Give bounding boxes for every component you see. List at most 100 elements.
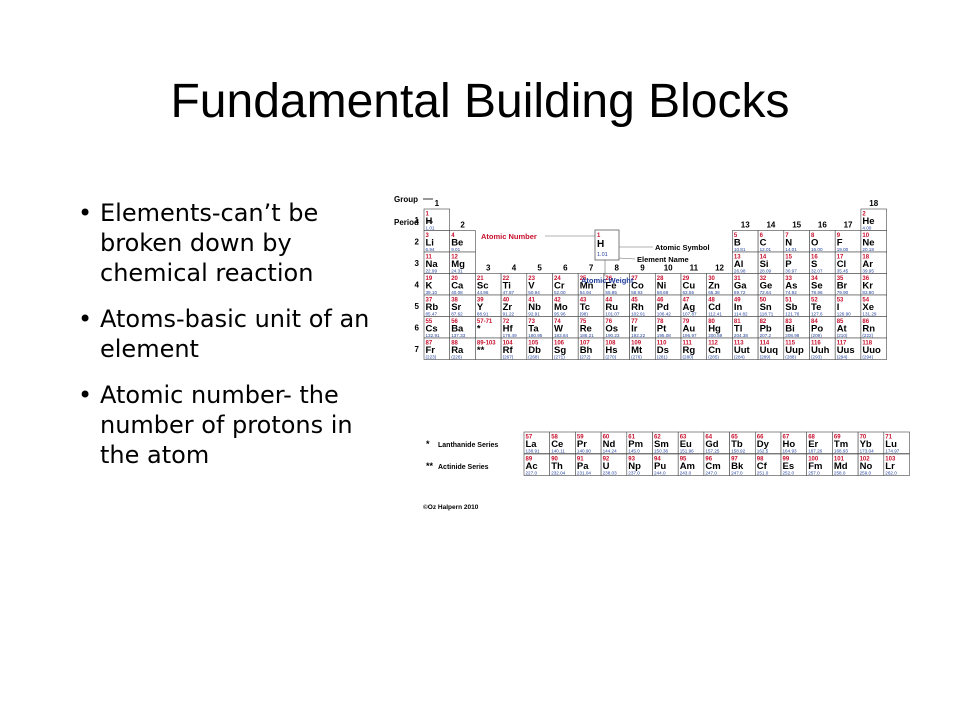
element-Cd-symbol: Cd bbox=[708, 302, 721, 313]
element-Rh-number: 45 bbox=[631, 298, 638, 304]
element-Li-weight: 6.94 bbox=[426, 247, 435, 252]
element-Cd-number: 48 bbox=[708, 298, 715, 304]
element-C-number: 6 bbox=[760, 233, 764, 239]
element-Mg-symbol: Mg bbox=[451, 259, 465, 270]
element-Mn-weight: 54.94 bbox=[580, 290, 592, 295]
element-Rb-number: 37 bbox=[426, 298, 433, 304]
element-Au-symbol: Au bbox=[683, 324, 696, 335]
actinide-U-weight: 238.03 bbox=[603, 470, 617, 475]
element-Bh-weight: (272) bbox=[580, 354, 591, 359]
group-number: 8 bbox=[615, 264, 620, 273]
element-As-symbol: As bbox=[785, 281, 797, 292]
element-Uup-weight: (288) bbox=[785, 354, 796, 359]
period-label: Period bbox=[394, 218, 419, 227]
lanthanide-Sm-number: 62 bbox=[654, 435, 661, 441]
legend-number: 1 bbox=[597, 233, 601, 239]
element-Te-weight: 127.6 bbox=[811, 311, 823, 316]
element-Xe-number: 54 bbox=[862, 298, 869, 304]
actinide-Pa-weight: 231.04 bbox=[577, 470, 591, 475]
actinide-Es-number: 99 bbox=[783, 457, 790, 463]
actinide-Cf-symbol: Cf bbox=[757, 461, 768, 472]
period-number: 4 bbox=[415, 281, 420, 290]
element-Pd-number: 46 bbox=[657, 298, 664, 304]
element-Uut-weight: (284) bbox=[734, 354, 745, 359]
element-C-weight: 12.01 bbox=[760, 247, 772, 252]
actinide-Am-number: 95 bbox=[680, 457, 687, 463]
element-Co-number: 27 bbox=[631, 276, 638, 282]
period-number: 1 bbox=[415, 216, 420, 225]
element-P-number: 15 bbox=[785, 255, 792, 261]
element-Ni-weight: 58.69 bbox=[657, 290, 669, 295]
element-Sg-symbol: Sg bbox=[554, 345, 566, 356]
actinide-Md-number: 101 bbox=[834, 457, 845, 463]
actinide-Pu-number: 94 bbox=[654, 457, 661, 463]
element-H-symbol: H bbox=[426, 216, 433, 227]
actinide-Ac-weight: 227.0 bbox=[526, 470, 538, 475]
element-H-weight: 1.01 bbox=[426, 225, 435, 230]
lanthanide-Tb-weight: 158.92 bbox=[731, 448, 745, 453]
element-Cs-symbol: Cs bbox=[426, 324, 438, 335]
actinide-Fm-number: 100 bbox=[808, 457, 819, 463]
element-Ba-number: 56 bbox=[451, 319, 458, 325]
element-Pb-number: 82 bbox=[760, 319, 767, 325]
actinide-Cm-number: 96 bbox=[705, 457, 712, 463]
element-Po-symbol: Po bbox=[811, 324, 823, 335]
element-C-symbol: C bbox=[760, 238, 767, 249]
bullet-list: Elements-can’t be broken down by chemica… bbox=[78, 198, 378, 486]
element-K-number: 19 bbox=[426, 276, 433, 282]
element-Ne-number: 10 bbox=[862, 233, 869, 239]
actinide-Fm-weight: 257.0 bbox=[808, 470, 820, 475]
legend-weight: 1.01 bbox=[597, 252, 608, 258]
element-Sb-number: 51 bbox=[785, 298, 792, 304]
actinide-Th-symbol: Th bbox=[551, 461, 563, 472]
group-number: 15 bbox=[792, 221, 801, 230]
element-V-number: 23 bbox=[528, 276, 535, 282]
element-Mt-number: 109 bbox=[631, 341, 642, 347]
element-Uuh-weight: (293) bbox=[811, 354, 822, 359]
element-Rh-symbol: Rh bbox=[631, 302, 644, 313]
period-number: 7 bbox=[415, 345, 420, 354]
element-Db-symbol: Db bbox=[528, 345, 541, 356]
lanthanide-Er-number: 68 bbox=[808, 435, 815, 441]
lanthanide-Gd-weight: 157.25 bbox=[705, 448, 719, 453]
element-In-weight: 114.82 bbox=[734, 311, 748, 316]
element-Nb-weight: 92.91 bbox=[528, 311, 540, 316]
element-Na-weight: 22.99 bbox=[426, 268, 438, 273]
element-Sn-number: 50 bbox=[760, 298, 767, 304]
lanthanide-Tb-symbol: Tb bbox=[731, 439, 743, 450]
lanthanide-Eu-weight: 151.96 bbox=[680, 448, 694, 453]
actinide-series-label: Actinide Series bbox=[438, 464, 489, 471]
actinide-Md-weight: 258.0 bbox=[834, 470, 846, 475]
element-Y-number: 39 bbox=[477, 298, 484, 304]
lanthanide-La-weight: 138.91 bbox=[526, 448, 540, 453]
element-Fe-number: 26 bbox=[605, 276, 612, 282]
element-Kr-symbol: Kr bbox=[862, 281, 873, 292]
element-Cd-weight: 112.41 bbox=[708, 311, 722, 316]
group-number: 5 bbox=[537, 264, 542, 273]
group-number: 13 bbox=[741, 221, 750, 230]
element-Ir-symbol: Ir bbox=[631, 324, 638, 335]
element-Ru-symbol: Ru bbox=[605, 302, 618, 313]
element-Tl-symbol: Tl bbox=[734, 324, 742, 335]
element-Br-number: 35 bbox=[837, 276, 844, 282]
element-Uuo-number: 118 bbox=[862, 341, 872, 347]
element-Br-weight: 79.90 bbox=[837, 290, 849, 295]
element-Cu-weight: 63.55 bbox=[683, 290, 695, 295]
element-Pt-weight: 195.08 bbox=[657, 333, 671, 338]
element-Sb-weight: 121.76 bbox=[785, 311, 799, 316]
element-O-symbol: O bbox=[811, 238, 818, 249]
element-Ra-symbol: Ra bbox=[451, 345, 464, 356]
element-I-symbol: I bbox=[837, 302, 840, 313]
element-Ca-number: 20 bbox=[451, 276, 458, 282]
element-Ag-weight: 107.87 bbox=[683, 311, 697, 316]
element-Mt-symbol: Mt bbox=[631, 345, 643, 356]
element-Zr-number: 40 bbox=[503, 298, 510, 304]
element-Os-symbol: Os bbox=[605, 324, 618, 335]
element-Ds-number: 110 bbox=[657, 341, 667, 347]
element-He-number: 2 bbox=[862, 212, 866, 218]
element-Mg-number: 12 bbox=[451, 255, 458, 261]
element-Db-number: 105 bbox=[528, 341, 539, 347]
lanthanide-Ho-symbol: Ho bbox=[783, 439, 796, 450]
element-Pd-weight: 106.42 bbox=[657, 311, 671, 316]
